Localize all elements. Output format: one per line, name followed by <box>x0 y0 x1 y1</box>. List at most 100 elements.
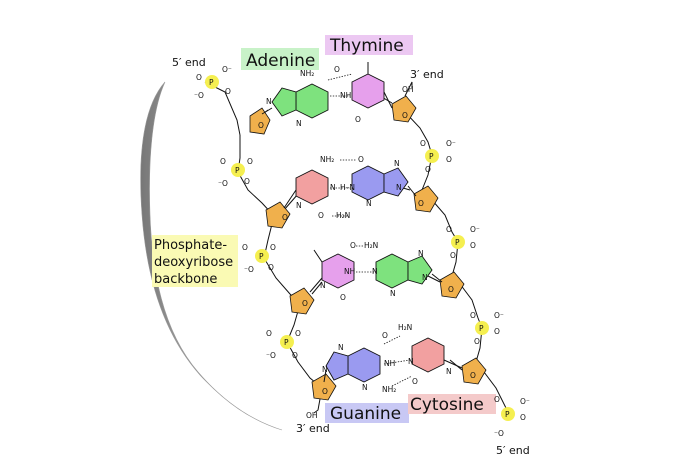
base-pair-2 <box>283 159 417 217</box>
atom-o: O <box>247 157 253 166</box>
thymine-ring-1 <box>351 73 385 109</box>
atom-n: N <box>422 273 428 282</box>
base-pair-1 <box>261 62 393 119</box>
atom-o: O <box>494 327 500 336</box>
atom-minus-o: ⁻O <box>194 91 204 100</box>
atom-n: N <box>418 249 424 258</box>
adenine-ring-3 <box>375 253 409 289</box>
atom-p: P <box>284 338 289 347</box>
atom-o: O <box>450 251 456 260</box>
sugar-left-1 <box>249 107 271 135</box>
atom-n: N <box>296 119 302 128</box>
end3-bottom-label: 3′ end <box>296 422 330 435</box>
adenine-label: Adenine <box>246 51 315 71</box>
guanine-label-bg <box>325 403 409 423</box>
atom-o: O <box>382 331 388 340</box>
atom-o: O <box>470 371 476 380</box>
atom-o: O <box>292 351 298 360</box>
atom-o: O <box>225 87 231 96</box>
backbone-label-line1: Phosphate- <box>154 238 227 253</box>
atom-n: N <box>338 343 344 352</box>
guanine-ring-4b <box>325 351 349 381</box>
sugar-right-3 <box>439 271 465 299</box>
atom-nh2: NH₂ <box>300 69 314 78</box>
atom-o: O <box>196 73 202 82</box>
sugar-left-2 <box>265 201 291 229</box>
atom-o: O <box>418 199 424 208</box>
atom-o: O <box>470 311 476 320</box>
atom-o: O <box>244 177 250 186</box>
base-pair-4 <box>323 335 463 387</box>
atom-n: N <box>390 289 396 298</box>
atom-p: P <box>429 152 434 161</box>
atom-o: O <box>302 299 308 308</box>
atom-n: N <box>394 159 400 168</box>
sugar-right-2 <box>413 185 439 213</box>
atom-p: P <box>235 166 240 175</box>
atom-o: O <box>425 165 431 174</box>
atom-o: O <box>322 387 328 396</box>
phosphate-right-3 <box>475 321 489 335</box>
atom-o: O <box>446 155 452 164</box>
sugar-left-3 <box>289 287 315 315</box>
thymine-ring-3 <box>321 253 355 289</box>
atom-o: O <box>470 241 476 250</box>
end5-bottom-label: 5′ end <box>496 444 530 457</box>
adenine-ring-1b <box>271 87 297 117</box>
atom-oh: OH <box>306 411 318 420</box>
atom-o: O <box>474 337 480 346</box>
guanine-label: Guanine <box>330 404 401 424</box>
atom-nh2: NH₂ <box>320 155 334 164</box>
sugars <box>249 95 487 401</box>
backbone-label-line3: backbone <box>154 272 217 287</box>
atom-n: N <box>372 267 378 276</box>
atom-n: N <box>330 183 336 192</box>
sugar-left-4 <box>311 373 337 401</box>
atom-n: N <box>366 199 372 208</box>
atom-h-n: H–N <box>340 183 355 192</box>
atom-o: O <box>358 155 364 164</box>
atom-p: P <box>209 78 214 87</box>
atom-n: N <box>296 201 302 210</box>
atom-p: P <box>479 324 484 333</box>
atom-o: O <box>402 111 408 120</box>
atom-nh: NH <box>340 91 351 100</box>
atom-nh: NH <box>344 267 355 276</box>
atom-p: P <box>505 410 510 419</box>
atom-minus-o: ⁻O <box>244 265 254 274</box>
base-pair-3 <box>309 245 443 293</box>
phosphates <box>205 75 515 421</box>
atom-labels: P O⁻ O ⁻O O NH₂ O NH O N N OH O O P O ⁻O… <box>194 65 530 438</box>
cytosine-label: Cytosine <box>410 395 484 415</box>
atom-o-minus: O⁻ <box>494 311 504 320</box>
atom-o: O <box>448 285 454 294</box>
cytosine-label-bg <box>408 394 496 414</box>
atom-o: O <box>494 395 500 404</box>
atom-o-minus: O⁻ <box>222 65 232 74</box>
adenine-label-bg <box>241 48 319 70</box>
atom-oh: OH <box>402 85 414 94</box>
thymine-label: Thymine <box>329 36 404 56</box>
atom-o: O <box>446 225 452 234</box>
atom-p: P <box>259 252 264 261</box>
atom-o: O <box>520 413 526 422</box>
atom-n: N <box>320 281 326 290</box>
atom-n: N <box>362 383 368 392</box>
backbone-label-line2: deoxyribose <box>154 255 233 270</box>
atom-p: P <box>455 238 460 247</box>
cytosine-ring-4 <box>411 337 445 373</box>
guanine-ring-2 <box>351 165 385 201</box>
atom-h2n: H₂N <box>364 241 378 250</box>
atom-o: O <box>334 65 340 74</box>
atom-o: O <box>355 115 361 124</box>
thymine-label-bg <box>325 35 413 55</box>
sugar-right-4 <box>461 357 487 385</box>
atom-o: O <box>350 241 356 250</box>
cytosine-ring-2 <box>295 169 329 205</box>
phosphate-left-1 <box>205 75 219 89</box>
end3-top-label: 3′ end <box>410 68 444 81</box>
atom-o-minus: O⁻ <box>520 397 530 406</box>
atom-n: N <box>446 367 452 376</box>
